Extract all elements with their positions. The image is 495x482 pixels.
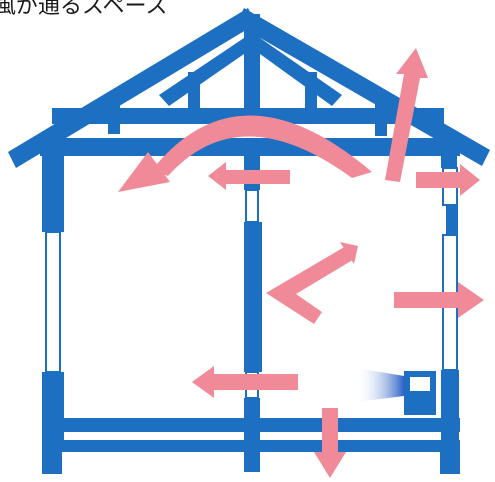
- center-opening: [245, 189, 259, 223]
- foundation-post: [440, 440, 460, 474]
- floor-beam: [42, 418, 460, 432]
- center-column: [244, 222, 262, 372]
- attic-arc-arrow: [152, 115, 372, 178]
- diagram-caption: 風が通るスペース: [0, 0, 168, 19]
- center-column-lower: [244, 398, 260, 472]
- roof-rafter-right: [236, 8, 490, 166]
- floor-beam: [42, 440, 460, 452]
- arrow-upper-left: [208, 162, 290, 190]
- arrow-roof-vent: [385, 48, 428, 182]
- right-wall-upper: [441, 150, 457, 168]
- right-wall-mid: [446, 205, 458, 235]
- arrow-floor-down: [314, 408, 346, 478]
- attic-arc-arrowhead: [118, 152, 170, 192]
- left-window: [45, 231, 61, 373]
- house-frame: [8, 8, 490, 474]
- arrow-chevron-tip: [340, 242, 358, 264]
- truss-diagonal-right: [260, 38, 342, 106]
- roof-rafter-left: [8, 8, 256, 168]
- fan-airflow-beam: [356, 368, 404, 402]
- foundation-post: [42, 440, 62, 474]
- fan-unit: [356, 368, 436, 415]
- king-post: [244, 14, 260, 122]
- arrow-chevron: [266, 246, 356, 324]
- arrow-right-mid-exit: [394, 282, 484, 318]
- truss-diagonal-left: [159, 38, 244, 106]
- right-wall-lower: [441, 370, 459, 452]
- airflow-arrows: [118, 48, 484, 478]
- fan-grille: [410, 377, 430, 391]
- arrow-lower-left: [192, 366, 298, 398]
- left-wall-upper: [42, 138, 64, 232]
- arrow-right-upper-exit: [416, 164, 480, 196]
